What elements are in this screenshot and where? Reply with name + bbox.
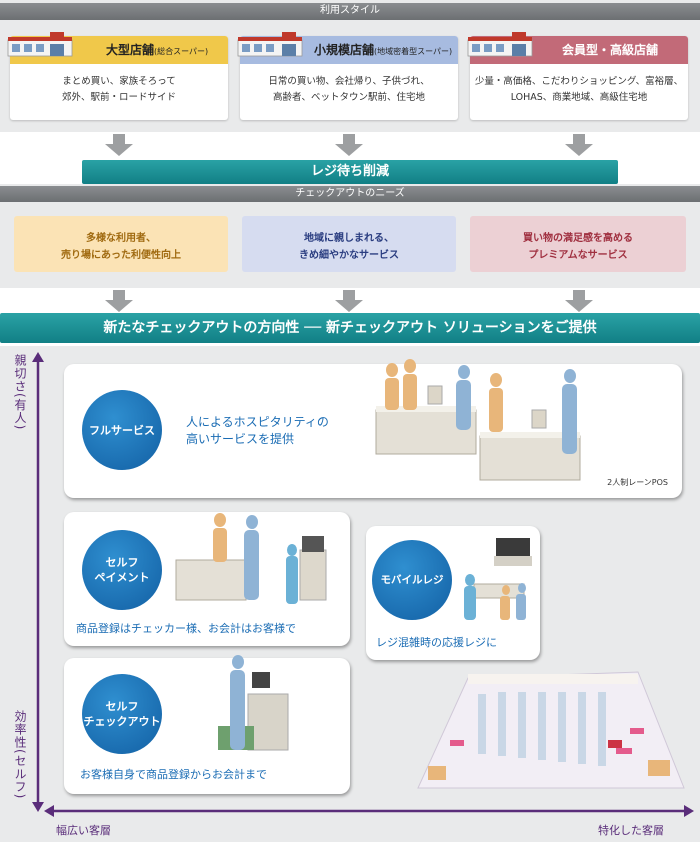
- store-building-icon: [7, 32, 73, 57]
- axis-label-specialized: 特化した客層: [598, 824, 664, 837]
- self-payment-desc: 商品登録はチェッカー様、お会計はお客様で: [76, 622, 296, 635]
- self-payment-circle: セルフ ペイメント: [82, 530, 162, 610]
- store-desc-line1: まとめ買い、家族そろって: [62, 76, 176, 87]
- store-desc-line1: 少量・高価格、こだわりショッピング、富裕層、: [474, 76, 684, 87]
- full-service-caption: 2人制レーンPOS: [607, 478, 668, 487]
- self-payment-illustration: [175, 513, 327, 604]
- self-checkout-circle: セルフ チェックアウト: [82, 674, 162, 754]
- full-service-circle: フルサービス: [82, 390, 162, 470]
- store-title: 小規模店舗: [314, 43, 375, 57]
- horizontal-axis-arrow: [44, 805, 694, 817]
- need-box-convenience: 多様な利用者、 売り場にあった利便性向上: [14, 216, 228, 272]
- mobile-register-desc: レジ混雑時の応援レジに: [376, 636, 497, 649]
- down-arrow-icon: [105, 134, 133, 156]
- store-desc-line2: 高齢者、ベットタウン駅前、住宅地: [272, 92, 425, 103]
- queue-reduction-bar: レジ待ち削減: [82, 160, 618, 184]
- two-person-lane-pos-illustration: [375, 359, 581, 481]
- need-line2: プレミアムなサービス: [528, 250, 628, 261]
- store-floor-illustration: [417, 671, 685, 789]
- store-card-small-body: 日常の買い物、会社帰り、子供づれ、 高齢者、ベットタウン駅前、住宅地: [240, 64, 458, 106]
- self-checkout-illustration: [218, 655, 289, 751]
- needs-header: チェックアウトのニーズ: [0, 186, 700, 202]
- need-line1: 地域に親しまれる、: [304, 233, 394, 244]
- down-arrow-icon: [335, 290, 363, 312]
- down-arrow-icon: [565, 290, 593, 312]
- mobile-register-circle: モバイルレジ: [372, 540, 452, 620]
- axis-label-efficiency: 効率性(セルフ): [13, 710, 27, 800]
- store-subtitle: (地域密着型スーパー): [374, 47, 453, 56]
- axis-label-kindness: 親切さ(有人): [13, 354, 27, 431]
- need-line1: 多様な利用者、: [86, 233, 156, 244]
- down-arrow-icon: [335, 134, 363, 156]
- need-box-premium: 買い物の満足感を高める プレミアムなサービス: [470, 216, 686, 272]
- need-box-community: 地域に親しまれる、 きめ細やかなサービス: [242, 216, 456, 272]
- solution-card-self-checkout: セルフ チェックアウト お客様自身で商品登録からお会計まで: [64, 655, 350, 794]
- axis-label-broad: 幅広い客層: [56, 824, 111, 837]
- need-line2: 売り場にあった利便性向上: [61, 250, 181, 261]
- store-desc-line2: 郊外、駅前・ロードサイド: [61, 92, 176, 103]
- vertical-axis-arrow: [32, 352, 44, 812]
- usage-style-header: 利用スタイル: [0, 3, 700, 20]
- self-checkout-desc: お客様自身で商品登録からお会計まで: [80, 768, 267, 781]
- solution-card-mobile-register: モバイルレジ レジ混雑時の応援レジに: [366, 526, 540, 660]
- store-title: 会員型・高級店舗: [562, 43, 659, 57]
- down-arrow-icon: [105, 290, 133, 312]
- store-subtitle: (総合スーパー): [154, 47, 209, 56]
- solution-card-self-payment: セルフ ペイメント 商品登録はチェッカー様、お会計はお客様で: [64, 512, 350, 646]
- mobile-register-illustration: [464, 538, 532, 620]
- store-desc-line2: LOHAS、商業地域、高級住宅地: [510, 92, 648, 103]
- store-title: 大型店舗: [106, 43, 155, 57]
- store-desc-line1: 日常の買い物、会社帰り、子供づれ、: [268, 76, 430, 87]
- down-arrow-icon: [565, 134, 593, 156]
- solution-card-full-service: フルサービス 人によるホスピタリティの 高いサービスを提供 2人制レーンPOS: [64, 359, 682, 498]
- need-line1: 買い物の満足感を高める: [523, 233, 633, 244]
- store-building-icon: [467, 32, 533, 57]
- need-line2: きめ細やかなサービス: [299, 250, 399, 261]
- store-building-icon: [237, 32, 303, 57]
- full-service-desc: 人によるホスピタリティの 高いサービスを提供: [186, 415, 329, 446]
- direction-bar: 新たなチェックアウトの方向性 ── 新チェックアウト ソリューションをご提供: [0, 313, 700, 343]
- store-card-large-body: まとめ買い、家族そろって 郊外、駅前・ロードサイド: [10, 64, 228, 106]
- store-card-premium-body: 少量・高価格、こだわりショッピング、富裕層、 LOHAS、商業地域、高級住宅地: [470, 64, 688, 106]
